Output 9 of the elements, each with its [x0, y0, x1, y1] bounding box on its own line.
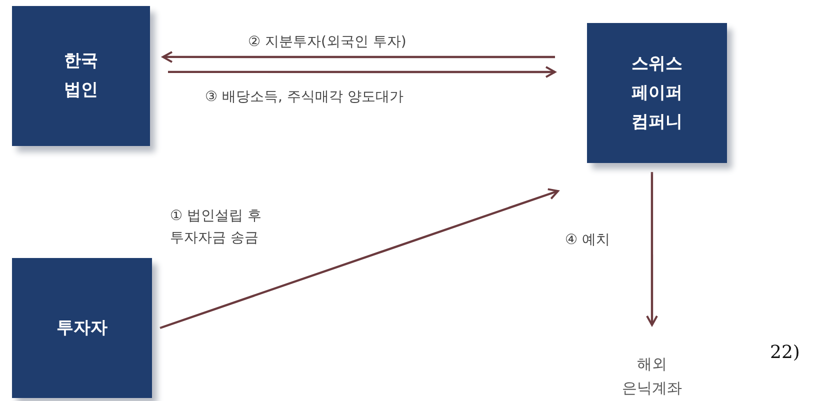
- node-text: 해외 은닉계좌: [612, 352, 692, 400]
- entity-box: 한국 법인: [12, 6, 150, 146]
- footnote-number: 22): [770, 343, 800, 363]
- arrow: [162, 50, 555, 63]
- entity-box: 스위스 페이퍼 컴퍼니: [587, 23, 727, 163]
- arrow: [168, 66, 556, 78]
- arrow: [646, 172, 658, 326]
- entity-box: 투자자: [12, 258, 152, 398]
- arrow: [160, 188, 559, 330]
